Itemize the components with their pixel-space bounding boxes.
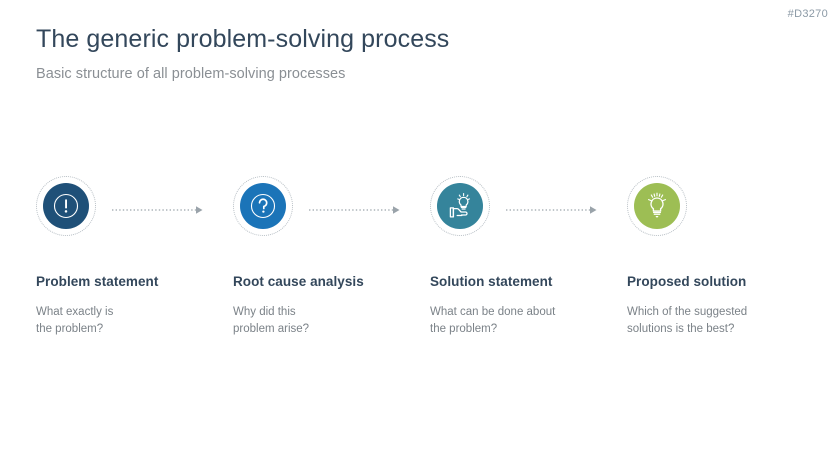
process-step-4[interactable]: Proposed solution Which of the suggested…	[627, 176, 817, 337]
step-1-title: Problem statement	[36, 274, 159, 289]
dotted-ring-icon	[36, 176, 96, 236]
step-3-title: Solution statement	[430, 274, 553, 289]
step-4-title: Proposed solution	[627, 274, 747, 289]
connector-3-to-4	[506, 205, 602, 215]
hand-holding-lightbulb-icon	[437, 183, 483, 229]
step-2-description: Why did this problem arise?	[233, 306, 310, 335]
question-mark-circle-icon	[240, 183, 286, 229]
step-2-icon-wrap	[233, 176, 293, 236]
step-1-icon-wrap	[36, 176, 96, 236]
page-subtitle: Basic structure of all problem-solving p…	[36, 66, 346, 82]
connector-1-to-2	[112, 205, 208, 215]
step-3-icon-wrap	[430, 176, 490, 236]
process-step-2[interactable]: Root cause analysis Why did this problem…	[233, 176, 423, 337]
process-diagram: Problem statement What exactly is the pr…	[36, 176, 800, 346]
step-3-description: What can be done about the problem?	[430, 306, 556, 335]
dotted-ring-icon	[430, 176, 490, 236]
dotted-arrow-right-icon	[506, 206, 597, 214]
dotted-arrow-right-icon	[309, 206, 400, 214]
header: The generic problem-solving process Basi…	[36, 24, 736, 82]
step-2-title: Root cause analysis	[233, 274, 364, 289]
step-4-description: Which of the suggested solutions is the …	[627, 306, 748, 335]
dotted-ring-icon	[627, 176, 687, 236]
connector-2-to-3	[309, 205, 405, 215]
page-title: The generic problem-solving process	[36, 25, 450, 53]
dotted-arrow-right-icon	[112, 206, 203, 214]
process-step-3[interactable]: Solution statement What can be done abou…	[430, 176, 620, 337]
lightbulb-icon	[634, 183, 680, 229]
step-1-description: What exactly is the problem?	[36, 306, 114, 335]
dotted-ring-icon	[233, 176, 293, 236]
process-step-1[interactable]: Problem statement What exactly is the pr…	[36, 176, 226, 337]
slide-reference-code: #D3270	[787, 8, 828, 20]
exclamation-mark-circle-icon	[43, 183, 89, 229]
step-4-icon-wrap	[627, 176, 687, 236]
